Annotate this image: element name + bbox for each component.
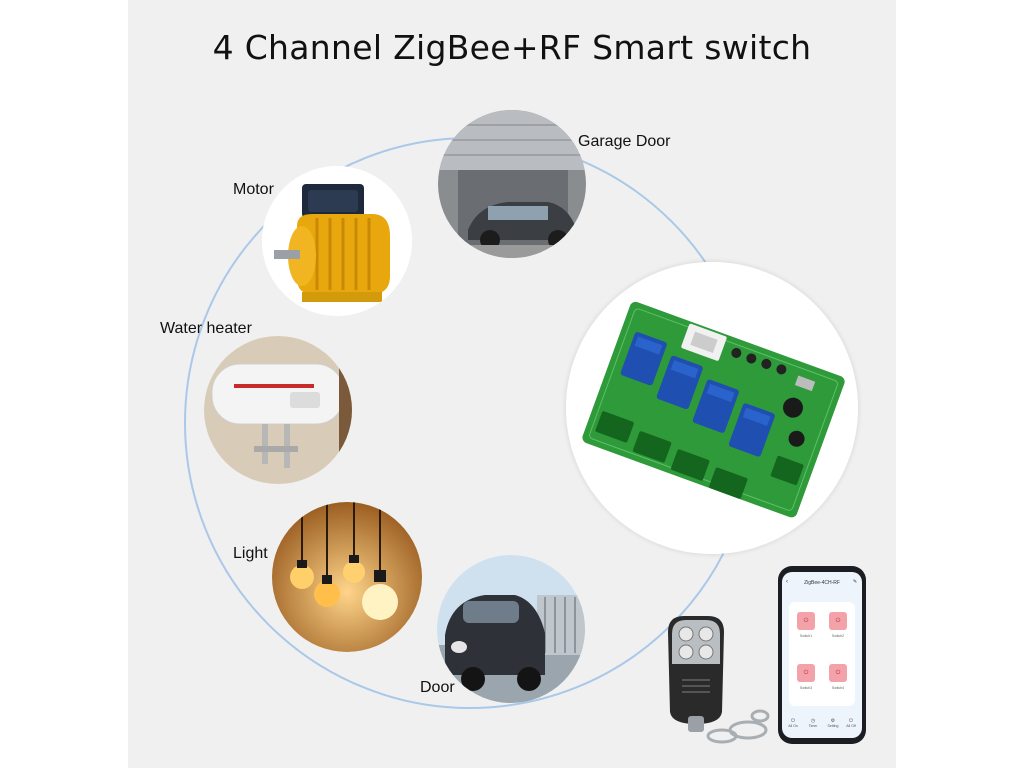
switch-tile-2[interactable]: ⏻ bbox=[829, 612, 847, 630]
switch-grid: ⏻ Switch1 ⏻ Switch2 ⏻ Switch3 ⏻ Switch4 bbox=[789, 602, 855, 706]
power-icon: ⏻ bbox=[791, 718, 795, 724]
motor-label: Motor bbox=[233, 181, 274, 198]
gear-icon: ⚙ bbox=[830, 718, 836, 724]
nav-all-on[interactable]: ⏻All On bbox=[784, 718, 802, 728]
nav-setting[interactable]: ⚙Setting bbox=[824, 718, 842, 728]
garage-door-image bbox=[438, 110, 586, 258]
water-heater-label: Water heater bbox=[160, 320, 252, 337]
power-icon: ⏻ bbox=[803, 670, 809, 676]
switch-tile-4[interactable]: ⏻ bbox=[829, 664, 847, 682]
rf-remote-image bbox=[660, 612, 780, 752]
page-title: 4 Channel ZigBee+RF Smart switch bbox=[212, 28, 812, 67]
power-icon: ⏻ bbox=[835, 670, 841, 676]
nav-all-off[interactable]: ⏻All Off bbox=[842, 718, 860, 728]
motor-image bbox=[262, 166, 412, 316]
switch-label-4: Switch4 bbox=[831, 686, 845, 690]
switch-tile-3[interactable]: ⏻ bbox=[797, 664, 815, 682]
nav-label: Setting bbox=[827, 724, 839, 728]
switch-module-image bbox=[566, 262, 858, 554]
nav-label: Timer bbox=[808, 724, 818, 728]
edit-icon[interactable]: ✎ bbox=[853, 579, 858, 585]
light-label: Light bbox=[233, 545, 268, 562]
switch-label-3: Switch3 bbox=[799, 686, 813, 690]
power-icon: ⏻ bbox=[849, 718, 853, 724]
power-icon: ⏻ bbox=[803, 618, 809, 624]
door-car-image bbox=[437, 555, 585, 703]
back-icon[interactable]: ‹ bbox=[786, 579, 788, 585]
switch-label-2: Switch2 bbox=[831, 634, 845, 638]
smartphone: ZigBee-4CH-RF ‹ ✎ ⏻ Switch1 ⏻ Switch2 ⏻ … bbox=[778, 566, 866, 744]
switch-label-1: Switch1 bbox=[799, 634, 813, 638]
nav-label: All On bbox=[788, 724, 798, 728]
app-title: ZigBee-4CH-RF bbox=[804, 580, 840, 586]
nav-timer[interactable]: ◷Timer bbox=[804, 718, 822, 728]
clock-icon: ◷ bbox=[810, 718, 816, 724]
power-icon: ⏻ bbox=[835, 618, 841, 624]
garage-door-label: Garage Door bbox=[578, 133, 671, 150]
switch-tile-1[interactable]: ⏻ bbox=[797, 612, 815, 630]
door-label: Door bbox=[420, 679, 455, 696]
light-image bbox=[272, 502, 422, 652]
nav-label: All Off bbox=[846, 724, 856, 728]
phone-screen: ZigBee-4CH-RF ‹ ✎ ⏻ Switch1 ⏻ Switch2 ⏻ … bbox=[782, 572, 862, 738]
water-heater-image bbox=[204, 336, 352, 484]
bottom-nav: ⏻All On ◷Timer ⚙Setting ⏻All Off bbox=[782, 718, 862, 738]
